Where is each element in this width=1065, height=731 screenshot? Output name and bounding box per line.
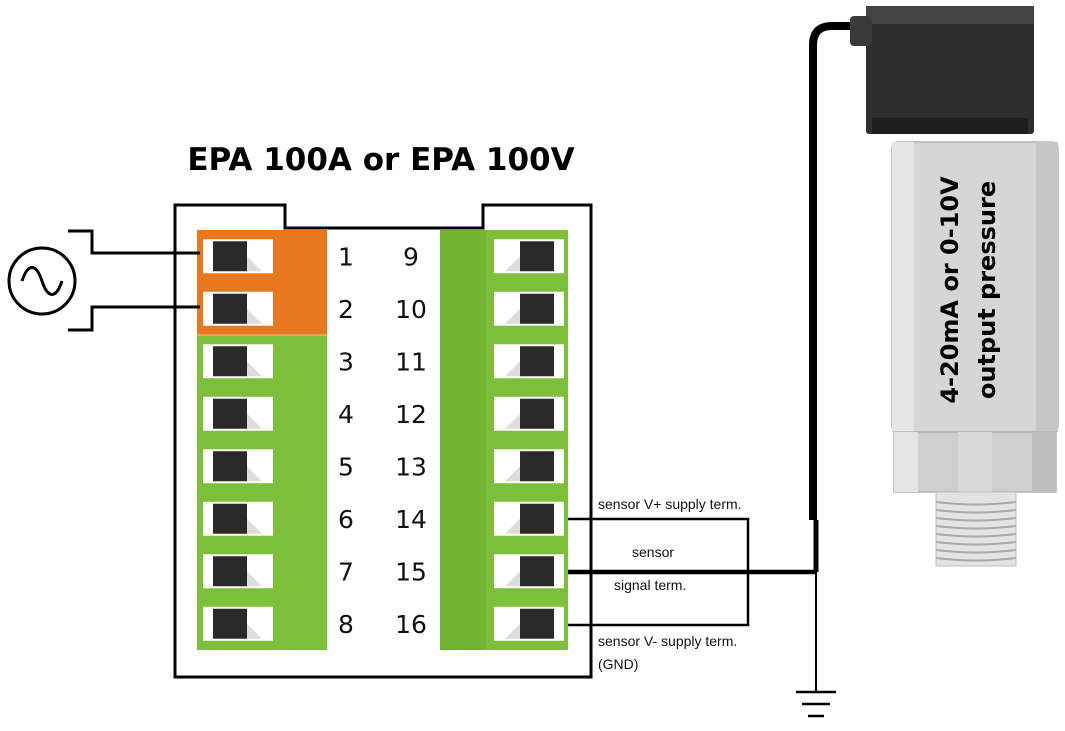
right-strip-band bbox=[440, 230, 486, 650]
terminal-number-right: 12 bbox=[395, 400, 427, 429]
sensor-wiring bbox=[568, 22, 872, 692]
terminal-screw-left bbox=[203, 449, 273, 484]
terminal-number-left: 3 bbox=[338, 347, 354, 376]
signal-label-line1: sensor bbox=[632, 544, 674, 560]
supply-plus-label: sensor V+ supply term. bbox=[598, 496, 742, 512]
gnd-label: (GND) bbox=[598, 656, 638, 672]
ground-icon bbox=[796, 690, 836, 718]
terminal-number-right: 9 bbox=[403, 242, 419, 271]
terminal-screw-left bbox=[203, 606, 273, 641]
ac-source-wiring bbox=[68, 229, 200, 332]
terminal-screw-right bbox=[494, 501, 564, 536]
sensor-label-line2: output pressure bbox=[973, 181, 1001, 399]
left-strip-green bbox=[197, 335, 327, 650]
diagram-title: EPA 100A or EPA 100V bbox=[187, 142, 574, 178]
ac-source-icon bbox=[7, 246, 77, 316]
terminal-screw-right bbox=[494, 554, 564, 589]
terminal-screw-right bbox=[494, 291, 564, 326]
terminal-number-right: 14 bbox=[395, 505, 427, 534]
number-panel bbox=[327, 230, 440, 650]
terminal-screw-left bbox=[203, 501, 273, 536]
terminal-number-right: 10 bbox=[395, 295, 427, 324]
supply-minus-label: sensor V- supply term. bbox=[598, 633, 737, 649]
terminal-number-left: 5 bbox=[338, 452, 354, 481]
sensor-label-line1: 4-20mA or 0-10V bbox=[936, 176, 964, 404]
terminal-number-right: 16 bbox=[395, 610, 427, 639]
terminal-number-left: 6 bbox=[338, 505, 354, 534]
terminal-blocks bbox=[197, 230, 568, 650]
terminal-screw-right bbox=[494, 396, 564, 431]
signal-label-line2: signal term. bbox=[614, 577, 686, 593]
terminal-number-left: 7 bbox=[338, 557, 354, 586]
terminal-numbers: 1 9 2 10 3 11 4 12 5 13 6 14 7 15 8 16 bbox=[338, 242, 427, 639]
pressure-sensor: 4-20mA or 0-10V output pressure bbox=[850, 6, 1059, 567]
sensor-connector bbox=[866, 6, 1034, 134]
terminal-number-left: 1 bbox=[338, 242, 354, 271]
terminal-screw-right bbox=[494, 606, 564, 641]
terminal-screw-right bbox=[494, 239, 564, 274]
terminal-number-right: 15 bbox=[395, 557, 427, 586]
terminal-number-left: 8 bbox=[338, 610, 354, 639]
terminal-number-left: 4 bbox=[338, 400, 354, 429]
terminal-screw-left bbox=[203, 344, 273, 379]
terminal-screw-right bbox=[494, 344, 564, 379]
terminal-screw-left bbox=[203, 291, 273, 326]
terminal-screw-left bbox=[203, 554, 273, 589]
terminal-number-left: 2 bbox=[338, 295, 354, 324]
terminal-number-right: 11 bbox=[395, 347, 427, 376]
terminal-screw-left bbox=[203, 396, 273, 431]
terminal-screw-left bbox=[203, 239, 273, 274]
terminal-screw-right bbox=[494, 449, 564, 484]
terminal-number-right: 13 bbox=[395, 452, 427, 481]
